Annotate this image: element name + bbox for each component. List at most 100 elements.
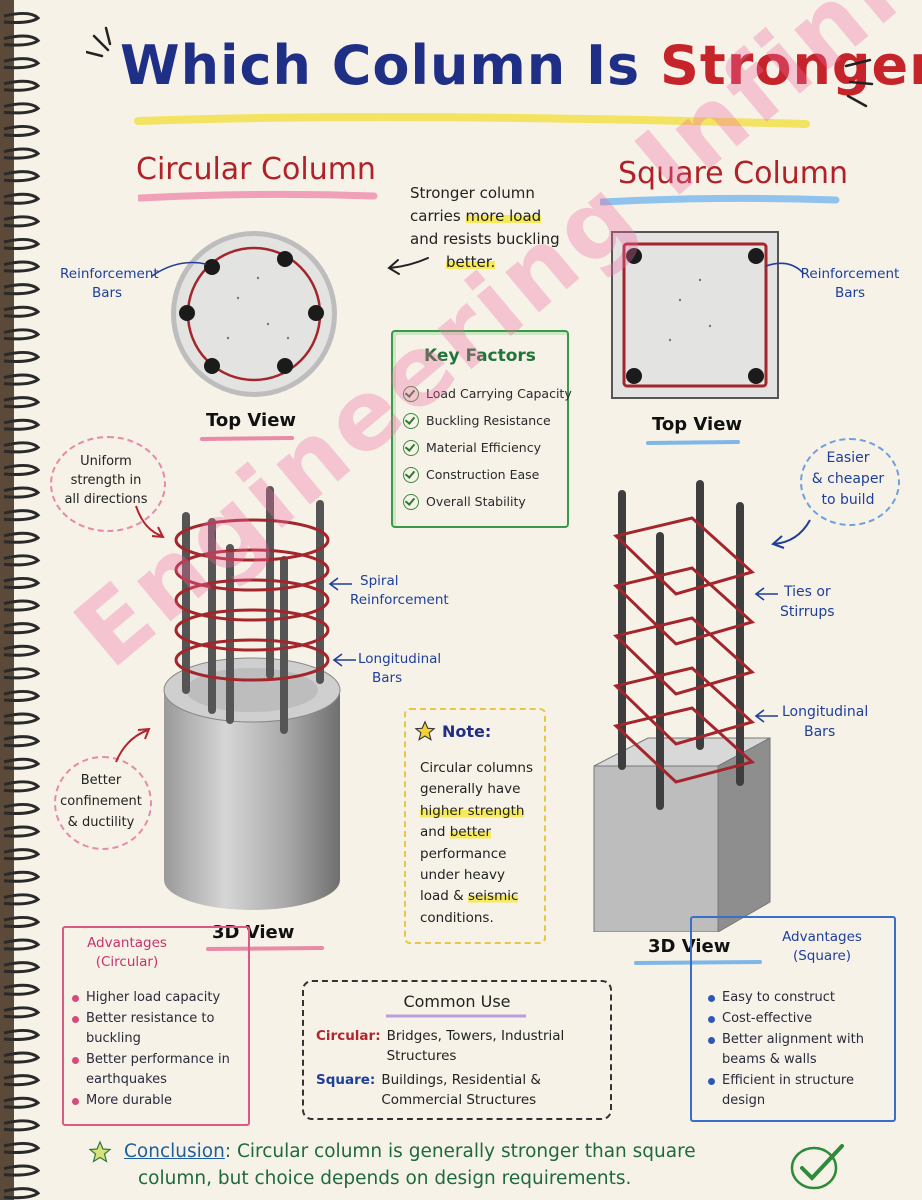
binding-ring — [3, 509, 41, 522]
note-line: higher strength — [420, 801, 542, 822]
square-longitudinal-label: Longitudinal Bars — [782, 702, 878, 742]
binding-ring — [3, 1187, 41, 1200]
square-reinforcement-pointer — [765, 262, 805, 275]
binding-ring — [3, 373, 41, 386]
common-sq-line-1: Buildings, Residential & — [381, 1072, 541, 1088]
binding-ring — [3, 1164, 41, 1177]
square-column-3d — [593, 480, 771, 932]
note-line: under heavy — [420, 867, 505, 884]
key-factors-list: Load Carrying Capacity Buckling Resistan… — [403, 380, 572, 515]
circular-reinforcement-label: Reinforcement Bars — [60, 265, 159, 303]
binding-ring — [3, 757, 41, 770]
binding-ring — [3, 735, 41, 748]
binding-ring — [3, 1141, 41, 1154]
note-text: load & — [420, 888, 468, 905]
center-note: Stronger column carries more load and re… — [410, 182, 570, 274]
key-factor-text: Buckling Resistance — [426, 413, 551, 428]
common-use-title: Common Use — [403, 992, 511, 1011]
key-factors-box: Key Factors Load Carrying Capacity Buckl… — [391, 330, 572, 528]
common-circ-line-1: Bridges, Towers, Industrial — [386, 1028, 565, 1044]
note-line: generally have — [420, 781, 521, 798]
conclusion-text-2: column, but choice depends on design req… — [138, 1168, 632, 1189]
circular-longitudinal-pointer-icon — [332, 653, 356, 667]
key-factor-item: Load Carrying Capacity — [403, 380, 572, 407]
note-box: Note: Circular columns generally have hi… — [404, 708, 546, 944]
binding-ring — [3, 1096, 41, 1109]
easier-arrow-icon — [771, 519, 811, 549]
common-use-box: Common Use Circular: Bridges, Towers, In… — [302, 980, 612, 1120]
sq-long-line-1: Longitudinal — [782, 704, 869, 720]
center-note-better: better. — [446, 253, 496, 271]
circular-3d-underline — [206, 946, 324, 951]
center-note-line-4: better. — [410, 251, 570, 274]
binding-ring — [3, 305, 41, 318]
circular-top-view-underline — [200, 436, 294, 441]
square-top-view-label: Top View — [652, 414, 743, 435]
check-icon — [403, 466, 419, 483]
square-top-view — [611, 231, 779, 399]
circular-top-view — [171, 231, 337, 397]
key-factor-item: Buckling Resistance — [403, 407, 572, 434]
circular-column-heading: Circular Column — [136, 152, 376, 187]
easier-cheaper-note: Easier & cheaper to build — [802, 448, 894, 511]
key-factor-text: Overall Stability — [426, 494, 526, 509]
square-reinforcement-label: Reinforcement Bars — [800, 265, 900, 303]
center-arrow-icon — [387, 257, 429, 275]
binding-ring — [3, 599, 41, 612]
circular-longitudinal-label: Longitudinal Bars — [358, 650, 454, 688]
easier-cheaper-cloud — [800, 438, 900, 526]
binding-ring — [3, 531, 41, 544]
binding-ring — [3, 79, 41, 92]
uniform-arrow-icon — [135, 505, 165, 539]
binding-ring — [3, 1051, 41, 1064]
binding-ring — [3, 870, 41, 883]
uniform-line-1: Uniform — [80, 454, 132, 469]
page-title: Which Column Is Stronger? — [120, 34, 922, 97]
adv-c-title-2: (Circular) — [95, 954, 159, 970]
note-line: load & seismic — [420, 886, 542, 907]
title-part-2: Stronger? — [660, 34, 922, 97]
adv-c-title-1: Advantages — [87, 935, 167, 951]
key-factor-text: Construction Ease — [426, 467, 540, 482]
binding-ring — [3, 441, 41, 454]
check-icon — [403, 385, 419, 402]
adv-c-item: Better performance in earthquakes — [70, 1050, 240, 1090]
binding-ring — [3, 124, 41, 137]
binding-ring — [3, 350, 41, 363]
note-line: Circular columns — [420, 760, 534, 776]
note-text: and — [420, 824, 450, 841]
binding-ring — [3, 147, 41, 160]
center-note-more-load: more load — [465, 207, 542, 225]
binding-ring — [3, 554, 41, 567]
confinement-line-1: Better — [80, 773, 122, 788]
common-use-square-text: Buildings, Residential & Commercial Struc… — [381, 1070, 541, 1110]
title-decorations — [86, 26, 874, 128]
binding-ring — [3, 915, 41, 928]
binding-ring — [3, 689, 41, 702]
center-note-line-2: carries more load — [410, 205, 570, 228]
conclusion: Conclusion: Circular column is generally… — [124, 1138, 784, 1192]
binding-ring — [3, 215, 41, 228]
spiral-binding — [0, 0, 41, 1200]
spiral-line-2: Reinforcement — [350, 592, 449, 608]
key-factors-title: Key Factors — [424, 346, 536, 366]
common-sq-line-2: Commercial Structures — [381, 1092, 537, 1108]
square-3d-underline — [634, 960, 762, 965]
binding-ring — [3, 260, 41, 273]
reinf-label-line-1: Reinforcement — [60, 266, 159, 282]
uniform-strength-note: Uniform strength in all directions — [54, 452, 158, 509]
confinement-line-3: & ductility — [67, 815, 135, 830]
uniform-line-2: strength in — [70, 473, 142, 488]
advantages-circular-list: Higher load capacity Better resistance t… — [70, 988, 240, 1112]
adv-c-item: Higher load capacity — [70, 988, 240, 1008]
note-header: Note: — [414, 720, 491, 742]
binding-ring — [3, 712, 41, 725]
spiral-reinforcement-label: Spiral Reinforcement — [350, 572, 449, 610]
binding-ring — [3, 848, 41, 861]
circular-reinforcement-pointer — [151, 261, 207, 277]
note-line: conditions. — [420, 909, 494, 926]
ties-line-2: Stirrups — [780, 604, 835, 620]
binding-ring — [3, 170, 41, 183]
